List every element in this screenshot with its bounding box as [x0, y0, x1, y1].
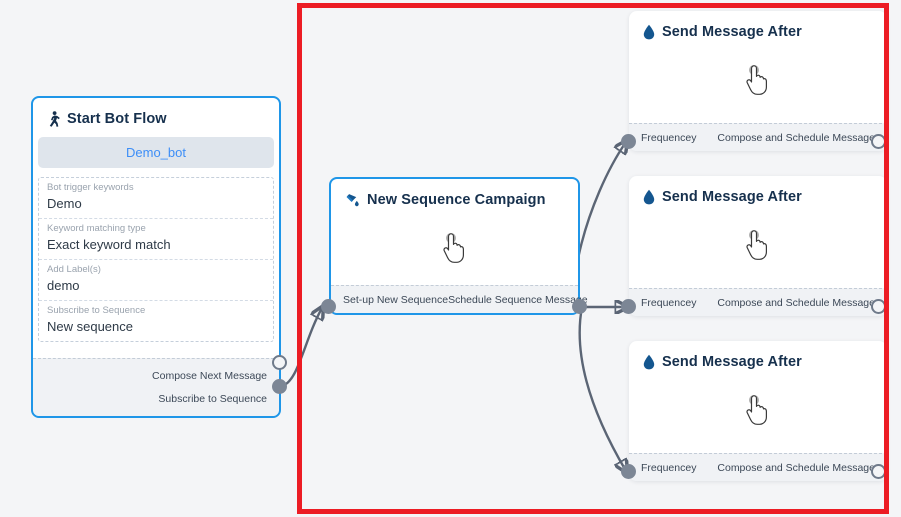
port-label-schedule-sequence-message: Schedule Sequence Message — [448, 294, 588, 306]
port-compose-and-schedule-message-3[interactable] — [871, 464, 886, 479]
port-label-compose-and-schedule-message: Compose and Schedule Message — [717, 297, 875, 309]
field-bot-trigger-keywords[interactable]: Bot trigger keywords Demo — [39, 178, 273, 219]
hand-cursor-icon — [741, 63, 775, 101]
field-label: Subscribe to Sequence — [47, 305, 146, 316]
port-row-compose-next-message[interactable]: Compose Next Message — [33, 364, 279, 387]
field-label: Add Label(s) — [47, 264, 101, 275]
node-send-message-after-1[interactable]: Send Message After Frequencey Compose an… — [629, 11, 887, 151]
port-row-subscribe-to-sequence[interactable]: Subscribe to Sequence — [33, 387, 279, 410]
node-footer: Frequencey Compose and Schedule Message — [629, 123, 887, 151]
node-title: Send Message After — [662, 24, 802, 40]
node-new-sequence-campaign[interactable]: New Sequence Campaign Set-up New Sequenc… — [329, 177, 588, 315]
node-header: Start Bot Flow — [33, 98, 279, 133]
hand-cursor-icon — [741, 228, 775, 266]
node-footer: Frequencey Compose and Schedule Message — [629, 453, 887, 481]
bot-name-pill[interactable]: Demo_bot — [38, 137, 274, 168]
node-send-message-after-3[interactable]: Send Message After Frequencey Compose an… — [629, 341, 887, 481]
connector-schedule-to-card1 — [573, 142, 626, 309]
field-add-labels[interactable]: Add Label(s) demo — [39, 260, 273, 301]
port-compose-and-schedule-message-2[interactable] — [871, 299, 886, 314]
node-header: New Sequence Campaign — [331, 179, 578, 214]
water-droplet-icon — [643, 189, 655, 205]
node-title: Start Bot Flow — [67, 111, 167, 127]
port-label: Compose Next Message — [152, 369, 267, 382]
field-group: Bot trigger keywords Demo Keyword matchi… — [38, 177, 274, 342]
node-header: Send Message After — [629, 341, 887, 376]
node-footer: Frequencey Compose and Schedule Message — [629, 288, 887, 316]
field-keyword-matching-type[interactable]: Keyword matching type Exact keyword matc… — [39, 219, 273, 260]
water-droplet-icon — [643, 354, 655, 370]
node-footer: Set-up New Sequence Schedule Sequence Me… — [331, 285, 588, 314]
port-label-frequencey: Frequencey — [641, 462, 697, 474]
node-footer: Compose Next Message Subscribe to Sequen… — [33, 358, 279, 416]
running-person-icon — [47, 111, 60, 127]
node-body — [629, 211, 887, 289]
node-start-bot-flow[interactable]: Start Bot Flow Demo_bot Bot trigger keyw… — [31, 96, 281, 418]
node-title: New Sequence Campaign — [367, 192, 546, 208]
node-title: Send Message After — [662, 354, 802, 370]
field-value: Exact keyword match — [47, 237, 171, 252]
node-header: Send Message After — [629, 11, 887, 46]
port-row-message[interactable]: Frequencey Compose and Schedule Message — [629, 289, 887, 317]
node-header: Send Message After — [629, 176, 887, 211]
port-subscribe-to-sequence[interactable] — [272, 379, 287, 394]
field-value: New sequence — [47, 319, 133, 334]
node-body — [629, 376, 887, 454]
field-value: Demo — [47, 196, 82, 211]
node-body — [331, 214, 578, 292]
water-droplet-icon — [643, 24, 655, 40]
connector-schedule-to-card3 — [578, 306, 626, 471]
field-label: Keyword matching type — [47, 223, 146, 234]
port-setup-new-sequence[interactable] — [321, 299, 336, 314]
field-value: demo — [47, 278, 80, 293]
port-schedule-sequence-message[interactable] — [572, 299, 587, 314]
port-label-frequencey: Frequencey — [641, 297, 697, 309]
field-label: Bot trigger keywords — [47, 182, 134, 193]
port-label-setup-new-sequence: Set-up New Sequence — [343, 294, 449, 306]
port-label-frequencey: Frequencey — [641, 132, 697, 144]
port-row-message[interactable]: Frequencey Compose and Schedule Message — [629, 454, 887, 482]
hand-cursor-icon — [741, 393, 775, 431]
port-label: Subscribe to Sequence — [158, 392, 267, 405]
paint-pour-icon — [345, 193, 360, 208]
port-row-sequence[interactable]: Set-up New Sequence Schedule Sequence Me… — [331, 286, 588, 314]
node-body — [629, 46, 887, 124]
port-compose-next-message[interactable] — [272, 355, 287, 370]
port-label-compose-and-schedule-message: Compose and Schedule Message — [717, 132, 875, 144]
hand-cursor-icon — [438, 231, 472, 269]
connector-subscribe-to-setup — [280, 308, 322, 388]
port-compose-and-schedule-message-1[interactable] — [871, 134, 886, 149]
port-frequencey-3[interactable] — [621, 464, 636, 479]
port-frequencey-1[interactable] — [621, 134, 636, 149]
node-send-message-after-2[interactable]: Send Message After Frequencey Compose an… — [629, 176, 887, 316]
port-frequencey-2[interactable] — [621, 299, 636, 314]
port-row-message[interactable]: Frequencey Compose and Schedule Message — [629, 124, 887, 152]
port-label-compose-and-schedule-message: Compose and Schedule Message — [717, 462, 875, 474]
node-title: Send Message After — [662, 189, 802, 205]
field-subscribe-to-sequence[interactable]: Subscribe to Sequence New sequence — [39, 301, 273, 341]
